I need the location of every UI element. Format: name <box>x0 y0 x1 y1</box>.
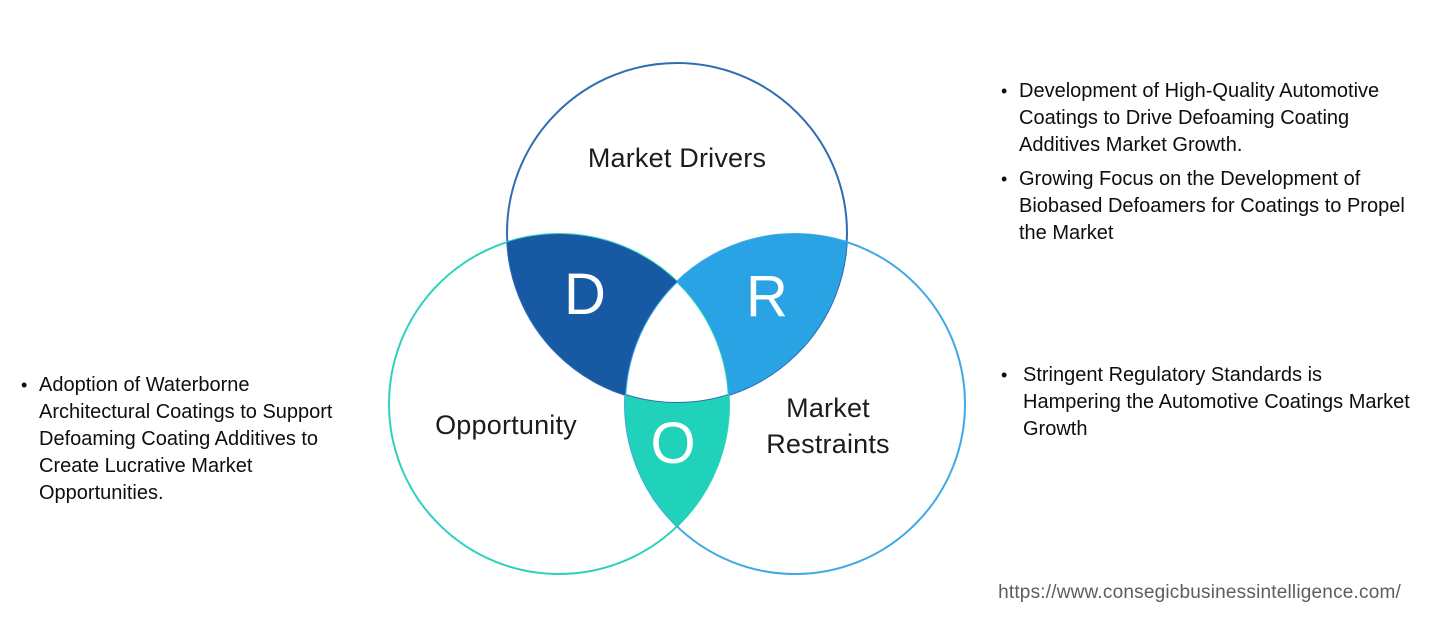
driver-points-list: Development of High-Quality Automotive C… <box>1000 78 1412 254</box>
opportunity-label: Opportunity <box>435 410 577 440</box>
restraints-label: Market Restraints <box>766 393 890 459</box>
source-url: https://www.consegicbusinessintelligence… <box>998 582 1401 603</box>
drivers-restraints-intersection <box>625 234 847 403</box>
drivers-letter: D <box>564 262 606 327</box>
drivers-opportunity-intersection <box>507 234 729 403</box>
restraint-points-list: Stringent Regulatory Standards is Hamper… <box>1000 362 1416 450</box>
opportunity-points-list: Adoption of Waterborne Architectural Coa… <box>20 372 350 514</box>
list-item: Adoption of Waterborne Architectural Coa… <box>20 372 350 507</box>
drivers-label: Market Drivers <box>587 143 767 173</box>
list-item: Growing Focus on the Development of Biob… <box>1000 166 1412 247</box>
list-item: Development of High-Quality Automotive C… <box>1000 78 1412 159</box>
opportunity-letter: O <box>650 411 696 476</box>
list-item: Stringent Regulatory Standards is Hamper… <box>1000 362 1416 443</box>
restraints-letter: R <box>746 264 788 329</box>
